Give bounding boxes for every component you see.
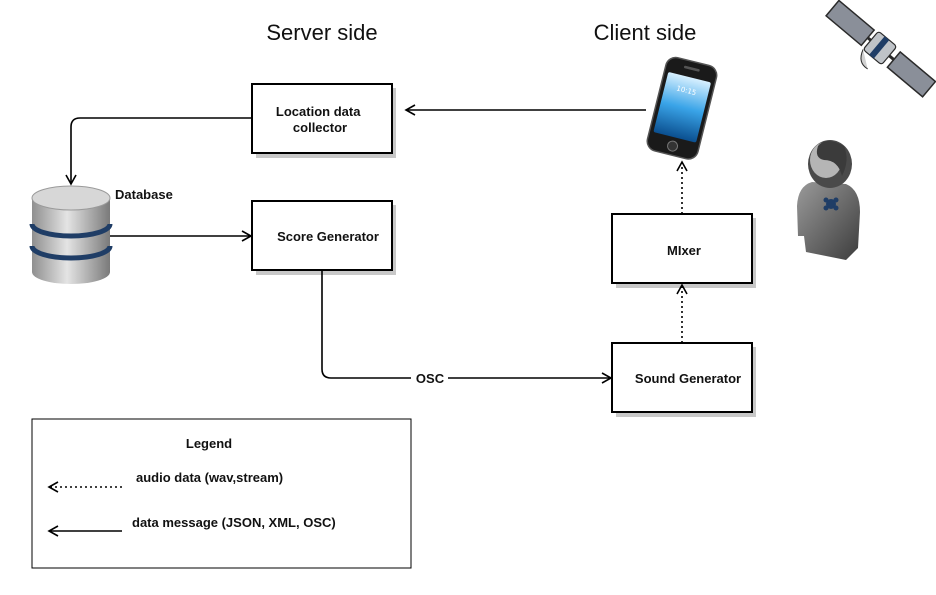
database-label: Database (115, 187, 173, 202)
server-side-heading: Server side (266, 20, 377, 45)
sound-generator-node: Sound Generator (611, 342, 756, 417)
database-cylinder-icon (29, 185, 113, 284)
score-generator-label: Score Generator (277, 229, 379, 244)
smartphone-icon: 10:15 (646, 56, 718, 160)
legend-title: Legend (186, 436, 232, 451)
edge-score-to-sound-generator (321, 270, 611, 378)
person-icon (797, 140, 860, 260)
location-collector-node: Location data collector (251, 83, 396, 158)
location-collector-label-line1: Location data (276, 104, 361, 119)
legend-audio-label: audio data (wav,stream) (136, 470, 283, 485)
legend: Legend audio data (wav,stream) data mess… (31, 418, 412, 569)
edge-collector-to-database (65, 117, 252, 186)
satellite-icon (825, 0, 936, 98)
sound-generator-label: Sound Generator (635, 371, 741, 386)
mixer-label: MIxer (667, 243, 701, 258)
mixer-node: MIxer (611, 213, 756, 288)
legend-message-label: data message (JSON, XML, OSC) (132, 515, 336, 530)
location-collector-label-line2: collector (293, 120, 347, 135)
svg-text:Location data collector: Location data collector (276, 104, 364, 135)
client-side-heading: Client side (594, 20, 697, 45)
score-generator-node: Score Generator (251, 200, 396, 275)
osc-edge-label: OSC (416, 371, 445, 386)
